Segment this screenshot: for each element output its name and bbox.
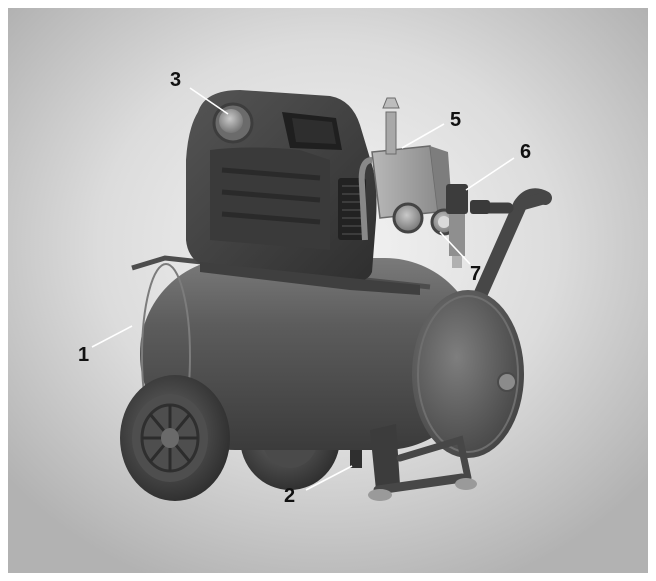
on-off-switch (212, 102, 254, 144)
leader-1 (91, 325, 133, 348)
tank-pressure-gauge (392, 202, 424, 234)
leader-5 (401, 123, 445, 149)
callout-5: 5 (450, 109, 461, 131)
leader-lines (91, 87, 515, 491)
pressure-regulator (446, 184, 490, 268)
callout-labels: 1 2 3 5 6 7 (78, 69, 531, 507)
air-tank (131, 255, 524, 458)
leader-6 (465, 157, 515, 191)
callout-3: 3 (170, 69, 181, 91)
front-wheel (120, 375, 230, 501)
leader-3 (189, 87, 229, 115)
leader-7 (439, 231, 471, 265)
leader-2 (305, 465, 353, 491)
callout-2: 2 (284, 485, 295, 507)
callout-7: 7 (470, 263, 481, 285)
callout-1: 1 (78, 344, 89, 366)
callout-6: 6 (520, 141, 531, 163)
tank-outlet-knob (497, 372, 517, 392)
safety-valve (385, 111, 397, 155)
foot-stand (350, 424, 477, 501)
drain-valve (350, 450, 362, 468)
